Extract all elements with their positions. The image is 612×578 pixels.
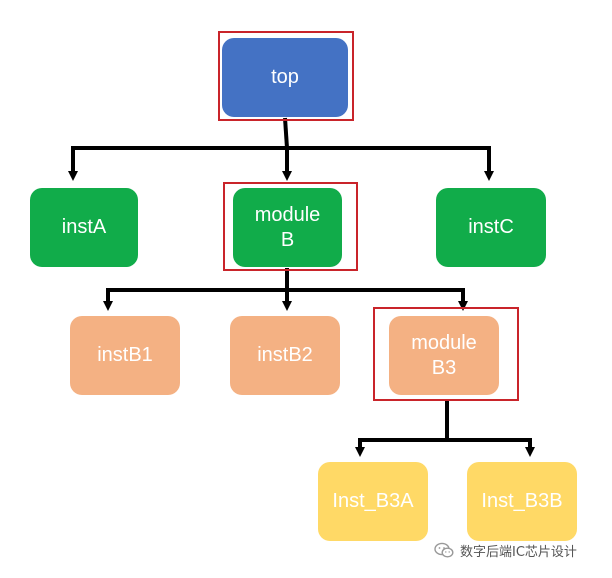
moduleB3-highlight-frame xyxy=(373,307,519,401)
node-instC: instC xyxy=(436,188,546,267)
node-instB3B-label: Inst_B3B xyxy=(481,490,563,512)
node-top: top xyxy=(222,38,348,117)
node-moduleB3: module B3 xyxy=(389,316,499,395)
moduleB-highlight-frame xyxy=(223,182,358,271)
watermark: 数字后端IC芯片设计 xyxy=(434,538,577,562)
connector-top-trunk xyxy=(283,117,289,149)
node-instB3B: Inst_B3B xyxy=(467,462,577,541)
node-instB1: instB1 xyxy=(70,316,180,395)
wechat-icon xyxy=(434,542,454,558)
node-moduleB3-label: module B3 xyxy=(411,331,477,379)
node-instC-label: instC xyxy=(468,216,514,238)
node-instB2-label: instB2 xyxy=(257,344,313,366)
node-instA-label: instA xyxy=(61,216,107,238)
node-instA: instA xyxy=(30,188,138,267)
watermark-text: 数字后端IC芯片设计 xyxy=(460,544,577,560)
node-instB2: instB2 xyxy=(230,316,340,395)
node-instB3A: Inst_B3A xyxy=(318,462,428,541)
node-moduleB-label: module B xyxy=(254,203,321,251)
node-moduleB: module B xyxy=(233,188,342,267)
node-instB3A-label: Inst_B3A xyxy=(332,490,414,512)
node-instB1-label: instB1 xyxy=(97,344,153,366)
top-highlight-frame xyxy=(218,31,354,121)
node-top-label: top xyxy=(271,66,299,88)
